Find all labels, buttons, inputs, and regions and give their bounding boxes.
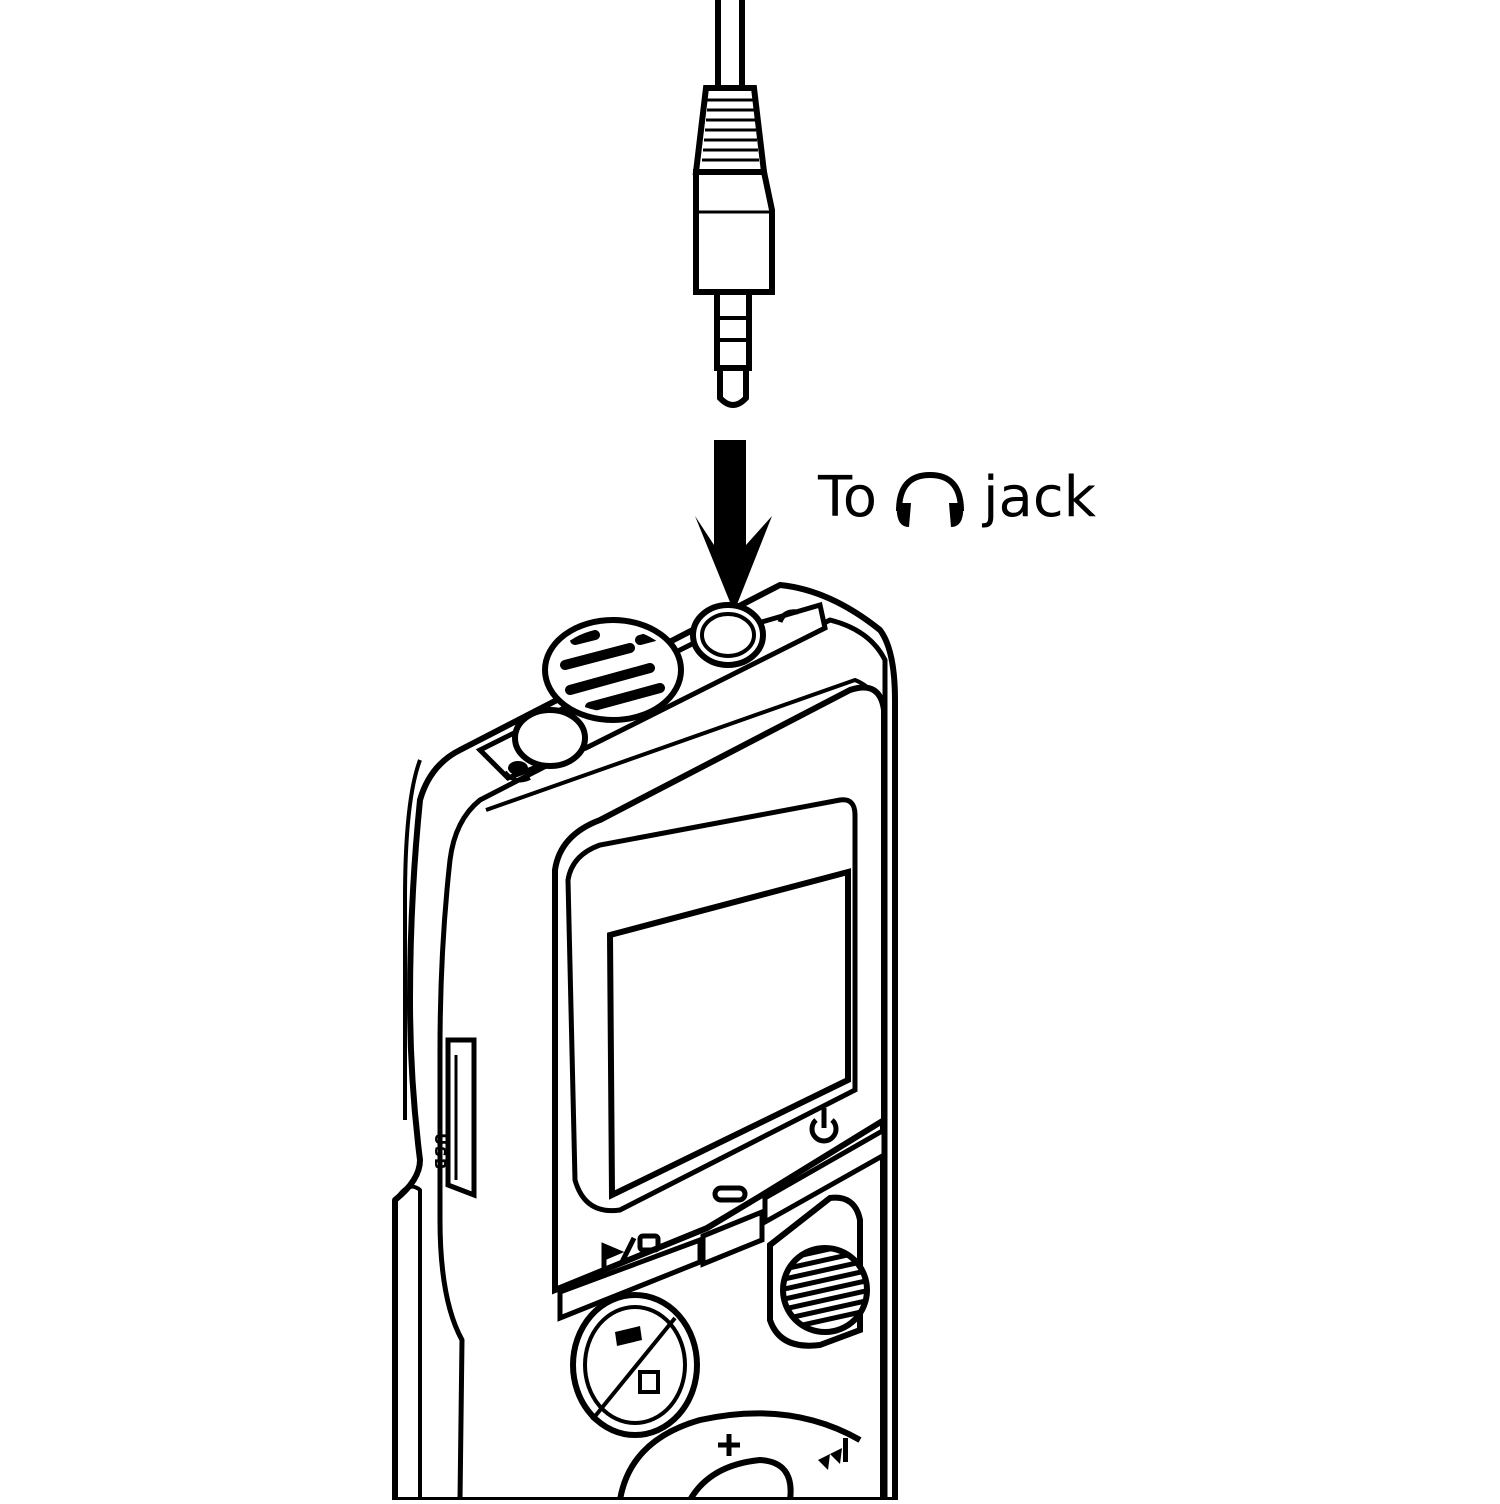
power-icon <box>809 1108 839 1144</box>
microphone-grill <box>542 617 684 723</box>
usb-port-cover[interactable] <box>445 1037 477 1199</box>
plug-strain-relief <box>692 85 768 175</box>
folder-index-button[interactable] <box>570 1292 700 1438</box>
plus-icon <box>718 1434 740 1456</box>
callout-prefix: To <box>818 464 877 530</box>
headphone-jack-callout: To jack <box>818 462 1096 532</box>
navigation-pad[interactable] <box>617 1410 862 1502</box>
usb-port-label: USB <box>431 1133 449 1170</box>
headphone-jack[interactable] <box>690 602 766 668</box>
control-button-strip <box>557 1125 887 1322</box>
microphone-jack[interactable] <box>512 707 588 769</box>
jog-knob[interactable] <box>767 1194 870 1349</box>
headphone-cable <box>715 0 745 88</box>
plug-body <box>693 169 775 295</box>
plug-tip <box>714 289 752 408</box>
microphone-icon <box>503 761 531 783</box>
display-screen <box>565 797 858 1214</box>
callout-suffix: jack <box>982 464 1097 530</box>
insert-arrow <box>695 440 772 612</box>
usb-label-text: USB <box>431 1133 449 1171</box>
minus-icon <box>712 1185 748 1203</box>
fast-forward-icon <box>818 1438 848 1470</box>
headphones-icon <box>777 609 799 623</box>
folder-index-icon <box>615 1326 660 1394</box>
flag-repeat-icon <box>601 1233 661 1270</box>
headphones-icon <box>895 471 964 527</box>
